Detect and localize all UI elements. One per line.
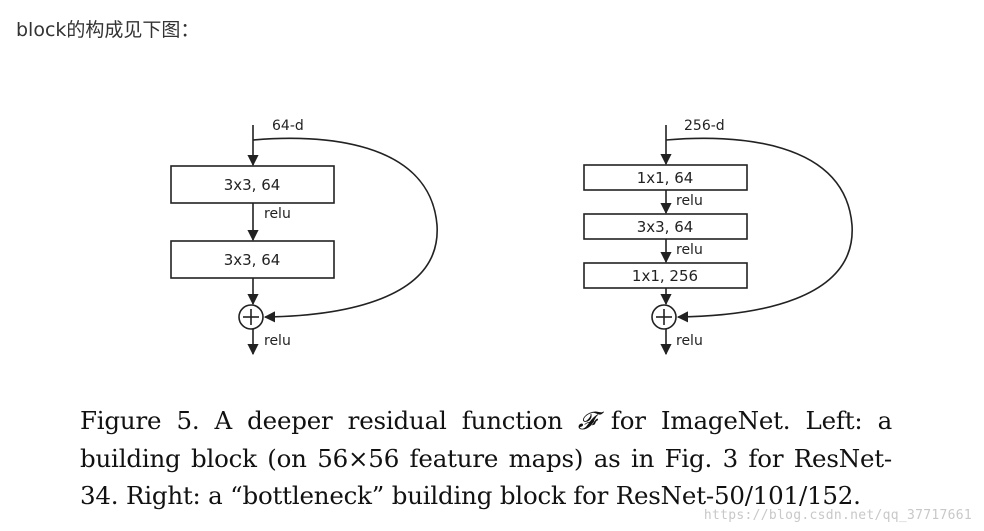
left-relu-2: relu: [264, 333, 291, 349]
left-input-label: 64-d: [272, 118, 304, 134]
right-layer-1-label: 1x1, 64: [637, 169, 694, 187]
right-relu-2: relu: [676, 242, 703, 258]
right-layer-2-label: 3x3, 64: [637, 218, 694, 236]
caption-function-symbol: 𝓕: [577, 406, 596, 435]
left-addition-node: [238, 304, 264, 330]
right-layer-3: [583, 262, 748, 289]
caption-text-before: Figure 5. A deeper residual function: [80, 406, 578, 435]
right-input-label: 256-d: [684, 118, 725, 134]
residual-block-diagram: 64-d 3x3, 64 relu 3x3, 64 relu 256-d 1x1…: [170, 118, 853, 356]
left-layer-1: [170, 165, 335, 204]
left-shortcut-connection: [252, 137, 438, 323]
left-building-block: 64-d 3x3, 64 relu 3x3, 64 relu: [170, 118, 438, 356]
left-layer-2-label: 3x3, 64: [224, 251, 281, 269]
right-relu-3: relu: [676, 333, 703, 349]
figure-caption: Figure 5. A deeper residual function 𝓕 f…: [80, 402, 892, 515]
left-layer-1-label: 3x3, 64: [224, 176, 281, 194]
right-addition-node: [651, 304, 677, 330]
right-layer-3-label: 1x1, 256: [632, 267, 698, 285]
right-shortcut-connection: [665, 137, 853, 323]
right-bottleneck-block: 256-d 1x1, 64 relu 3x3, 64 relu 1x1, 256…: [583, 118, 853, 356]
right-layer-2: [583, 213, 748, 240]
page-heading: block的构成见下图：: [16, 19, 200, 41]
left-layer-2: [170, 240, 335, 279]
watermark: https://blog.csdn.net/qq_37717661: [703, 508, 972, 523]
right-relu-1: relu: [676, 193, 703, 209]
caption-text-after: for ImageNet. Left: a building block (on…: [80, 406, 893, 510]
left-relu-1: relu: [264, 206, 291, 222]
